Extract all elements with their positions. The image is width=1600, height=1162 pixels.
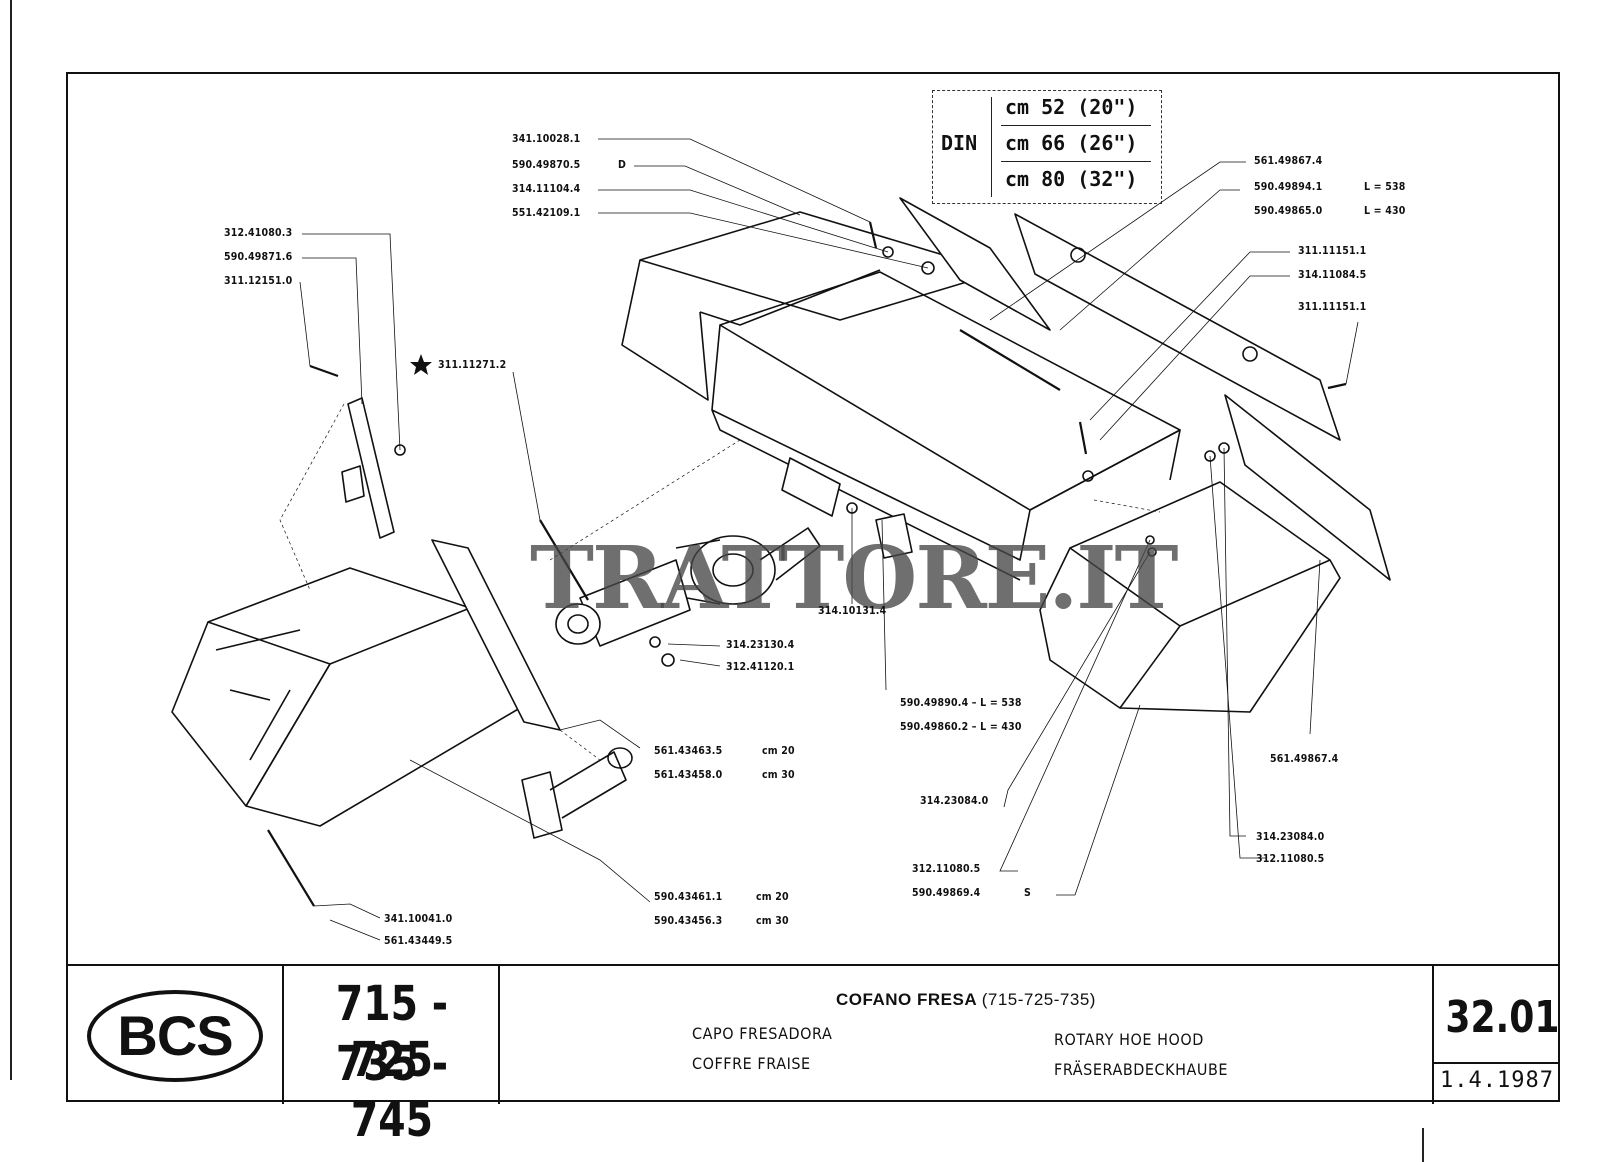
- din-size-2: cm 66 (26"): [1005, 131, 1138, 155]
- part-label: 341.10028.1: [512, 132, 581, 145]
- part-label: 314.10131.4: [818, 604, 887, 617]
- title-english: ROTARY HOE HOOD: [1054, 1030, 1204, 1049]
- part-label: 590.49894.1: [1254, 180, 1323, 193]
- exploded-parts-diagram: [171, 138, 1391, 941]
- part-label: 311.11151.1: [1298, 244, 1367, 257]
- part-label: 590.43461.1: [654, 890, 723, 903]
- page-number: 32.01: [1445, 992, 1560, 1043]
- drawing-frame: [66, 72, 1560, 1102]
- part-label: cm 20: [756, 890, 789, 903]
- brand-logo-text: BCS: [117, 1004, 233, 1067]
- part-label: 590.43456.3: [654, 914, 723, 927]
- part-label: 311.11151.1: [1298, 300, 1367, 313]
- part-label: 590.49865.0: [1254, 204, 1323, 217]
- part-label: 314.11084.5: [1298, 268, 1367, 281]
- part-label: 551.42109.1: [512, 206, 581, 219]
- page-edge-line: [10, 0, 12, 1080]
- side-plate-right-end: [1224, 394, 1391, 581]
- din-brace: [991, 97, 992, 197]
- part-label: 311.11271.2: [438, 358, 507, 371]
- models-line-1: 715 - 725: [335, 976, 449, 1088]
- part-label: 312.41080.3: [224, 226, 293, 239]
- part-label: S: [1024, 886, 1031, 899]
- leader-lines: [299, 138, 1359, 941]
- part-label: 314.11104.4: [512, 182, 581, 195]
- part-label: 341.10041.0: [384, 912, 453, 925]
- roller-tube: [781, 457, 913, 559]
- part-label: 590.49870.5: [512, 158, 581, 171]
- title-cell: COFANO FRESA (715-725-735) CAPO FRESADOR…: [500, 966, 1434, 1104]
- main-hood: [621, 211, 1181, 581]
- title-main: COFANO FRESA (715-725-735): [836, 990, 1096, 1009]
- issue-date: 1.4.1987: [1440, 1068, 1554, 1093]
- part-label: 561.43463.5: [654, 744, 723, 757]
- title-block: BCS 715 - 725 735 - 745 COFANO FRESA (71…: [66, 964, 1560, 1148]
- bearing-housing: [555, 527, 821, 647]
- watermark-text: TRATTORE.IT: [530, 528, 1179, 629]
- part-label: 312.11080.5: [912, 862, 981, 875]
- part-label: 590.49871.6: [224, 250, 293, 263]
- din-size-box: DIN cm 52 (20") cm 66 (26") cm 80 (32"): [932, 90, 1162, 204]
- star-marker: [410, 354, 432, 375]
- part-label: cm 30: [756, 914, 789, 927]
- part-label: cm 20: [762, 744, 795, 757]
- title-italian: CAPO FRESADORA: [692, 1024, 833, 1043]
- rear-right-hood: [1039, 481, 1341, 713]
- side-plate-right-long: [1014, 213, 1341, 441]
- title-french: COFFRE FRAISE: [692, 1054, 811, 1073]
- lower-bracket: [521, 747, 633, 839]
- bcs-logo-icon: [87, 990, 263, 1082]
- part-label: 590.49869.4: [912, 886, 981, 899]
- part-label: 590.49890.4 – L = 538: [900, 696, 1022, 709]
- part-label: 314.23130.4: [726, 638, 795, 651]
- models-cell: 715 - 725 735 - 745: [284, 966, 500, 1148]
- brand-cell: BCS: [66, 966, 284, 1104]
- page-cell: 32.01 1.4.1987: [1434, 966, 1560, 1104]
- left-bracket-arm: [341, 397, 395, 539]
- side-plate-upper: [899, 197, 1051, 331]
- part-label: 561.43458.0: [654, 768, 723, 781]
- part-label: 312.41120.1: [726, 660, 795, 673]
- part-label: 561.49867.4: [1254, 154, 1323, 167]
- title-german: FRÄSERABDECKHAUBE: [1054, 1060, 1229, 1079]
- part-label: 590.49860.2 – L = 430: [900, 720, 1022, 733]
- part-label: 314.23084.0: [1256, 830, 1325, 843]
- rods-and-bolts: [267, 221, 1347, 907]
- part-label: 312.11080.5: [1256, 852, 1325, 865]
- din-size-1: cm 52 (20"): [1005, 95, 1138, 119]
- part-label: cm 30: [762, 768, 795, 781]
- part-label: 561.49867.4: [1270, 752, 1339, 765]
- part-label: 314.23084.0: [920, 794, 989, 807]
- din-label: DIN: [941, 131, 978, 155]
- part-label: 311.12151.0: [224, 274, 293, 287]
- part-label: 561.43449.5: [384, 934, 453, 947]
- models-line-2: 735 - 745: [335, 1036, 449, 1148]
- part-label: L = 430: [1364, 204, 1406, 217]
- assembly-guides: [279, 403, 1161, 761]
- bottom-mark: [1422, 1128, 1424, 1162]
- part-label: L = 538: [1364, 180, 1406, 193]
- din-size-3: cm 80 (32"): [1005, 167, 1138, 191]
- part-label: D: [618, 158, 627, 171]
